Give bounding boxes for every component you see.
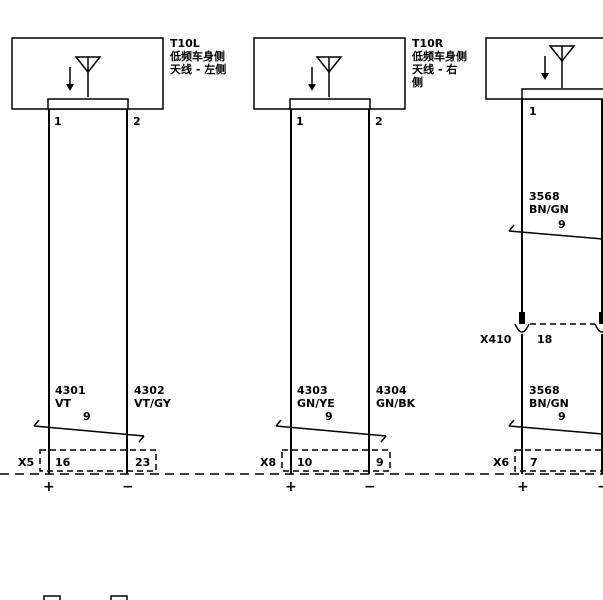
antenna-icon — [541, 45, 576, 88]
twist-count-4: 9 — [558, 410, 566, 423]
component-third: 1 — [485, 37, 603, 118]
x6-housing — [514, 449, 603, 472]
x410-id: X410 — [480, 333, 512, 346]
t10l-pin-2: 2 — [133, 115, 141, 128]
x8-housing — [281, 449, 391, 472]
twisted-pair-markers — [33, 224, 603, 443]
t10r-name-line3: 侧 — [412, 75, 423, 89]
wire-3568-lower-color: BN/GN — [529, 397, 569, 410]
wire-3568-upper-circuit: 3568 — [529, 190, 560, 203]
polarity-minus-2: − — [364, 479, 376, 495]
partial-symbols-bottom — [43, 595, 128, 600]
wire-4302-color: VT/GY — [134, 397, 172, 410]
t10l-name-line1: 低频车身侧 — [169, 49, 225, 63]
twist-count-1: 9 — [83, 410, 91, 423]
x8-id: X8 — [260, 456, 276, 469]
twist-count-2: 9 — [325, 410, 333, 423]
wire-4301-color: VT — [55, 397, 72, 410]
x5-id: X5 — [18, 456, 34, 469]
t10l-connector — [47, 98, 129, 110]
x5-housing — [39, 449, 157, 472]
t10l-id: T10L — [170, 37, 200, 50]
twist-line-1 — [33, 425, 145, 437]
t10l-name-line2: 天线 - 左侧 — [170, 62, 226, 76]
wire-4301-circuit: 4301 — [55, 384, 86, 397]
t10r-id: T10R — [412, 37, 444, 50]
third-connector — [521, 88, 603, 100]
polarity-minus-1: − — [122, 479, 134, 495]
wire-4304-circuit: 4304 — [376, 384, 407, 397]
component-t10r: T10R 低频车身侧 天线 - 右 侧 1 2 — [253, 37, 467, 128]
third-pin-1: 1 — [529, 105, 537, 118]
x8-pin-9: 9 — [376, 456, 384, 469]
x6-id: X6 — [493, 456, 509, 469]
wire-3568-upper-color: BN/GN — [529, 203, 569, 216]
twist-line-2 — [275, 425, 387, 437]
x5-pin-16: 16 — [55, 456, 71, 469]
x410-socket-left — [514, 323, 530, 333]
polarity-plus-2: + — [285, 479, 297, 495]
x410-pin: 18 — [537, 333, 552, 346]
antenna-icon — [308, 56, 343, 97]
wire-4302-circuit: 4302 — [134, 384, 165, 397]
wire-3568-lower-circuit: 3568 — [529, 384, 560, 397]
polarity-plus-1: + — [43, 479, 55, 495]
x8-pin-10: 10 — [297, 456, 313, 469]
t10l-pin-1: 1 — [54, 115, 62, 128]
t10r-pin-1: 1 — [296, 115, 304, 128]
polarity-plus-3: + — [517, 479, 529, 495]
wire-4304-color: GN/BK — [376, 397, 416, 410]
component-t10l: T10L 低频车身侧 天线 - 左侧 1 2 — [11, 37, 226, 128]
connector-x6 — [514, 449, 603, 472]
twist-line-4 — [508, 425, 603, 435]
t10r-name-line1: 低频车身侧 — [411, 49, 467, 63]
connector-x8 — [281, 449, 391, 472]
twist-count-3: 9 — [558, 218, 566, 231]
x5-pin-23: 23 — [135, 456, 150, 469]
wire-4303-color: GN/YE — [297, 397, 335, 410]
twist-line-3 — [508, 230, 603, 240]
connector-x5 — [39, 449, 157, 472]
polarity-minus-3: − — [597, 479, 603, 495]
t10r-name-line2: 天线 - 右 — [412, 62, 457, 76]
x410-socket-right — [594, 323, 603, 333]
t10r-connector — [289, 98, 371, 110]
x6-pin-7: 7 — [530, 456, 538, 469]
wires — [48, 99, 603, 474]
connector-x410 — [514, 312, 603, 333]
antenna-icon — [66, 56, 102, 97]
wire-4303-circuit: 4303 — [297, 384, 328, 397]
t10r-pin-2: 2 — [375, 115, 383, 128]
